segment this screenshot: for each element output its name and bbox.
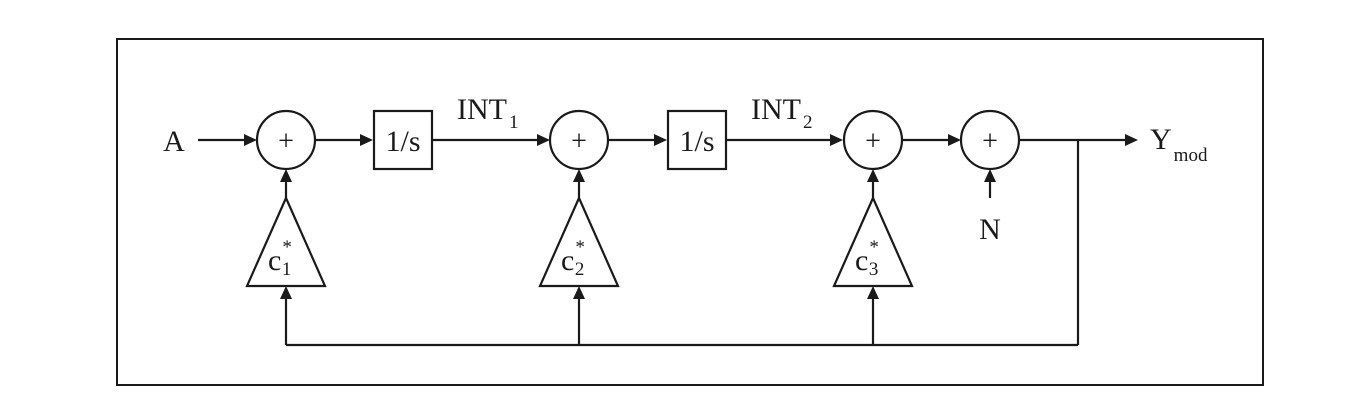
diagram-frame: [116, 38, 1264, 386]
integrator-2-label: 1/s: [679, 125, 714, 158]
gain-3: [832, 195, 914, 288]
gain-1-label: c*1: [268, 237, 292, 280]
arrowhead-output: [1125, 134, 1138, 146]
gain-3-main: c: [855, 244, 868, 277]
gain-2-main: c: [561, 244, 574, 277]
gain-1: [245, 195, 327, 288]
arrowhead-g2: [573, 286, 585, 299]
arrowhead-int1: [360, 134, 373, 146]
summer-2-symbol: +: [571, 126, 587, 157]
arrowhead-int2: [654, 134, 667, 146]
gain-1-main: c: [268, 244, 281, 277]
gain-2-label: c*2: [561, 237, 585, 280]
gain-1-sup: *: [282, 237, 292, 258]
gain-2: [538, 195, 620, 288]
arrowhead-s3-up: [867, 169, 879, 182]
arrowhead-s1-up: [280, 169, 292, 182]
integrator-1-label: 1/s: [385, 125, 420, 158]
signal-int2-sub: 2: [803, 112, 813, 133]
summer-1-symbol: +: [278, 126, 294, 157]
gain-2-sub: 2: [575, 259, 585, 280]
gain-1-sub: 1: [282, 259, 292, 280]
input-label-a: A: [163, 125, 185, 158]
arrowhead-noise: [984, 169, 996, 182]
signal-int1-main: INT: [457, 93, 507, 126]
arrowhead-g1: [280, 286, 292, 299]
signal-int2-main: INT: [751, 93, 801, 126]
arrowhead-input: [244, 134, 257, 146]
summer-3-symbol: +: [865, 126, 881, 157]
output-sub: mod: [1174, 145, 1208, 166]
summer-4-symbol: +: [982, 126, 998, 157]
arrowhead-s2-up: [573, 169, 585, 182]
output-main: Y: [1150, 123, 1172, 156]
gain-3-sup: *: [869, 237, 879, 258]
gain-3-sub: 3: [869, 259, 879, 280]
gain-2-sup: *: [575, 237, 585, 258]
integrator-2: [666, 109, 728, 171]
gain-3-label: c*3: [855, 237, 879, 280]
arrowhead-s3: [830, 134, 843, 146]
noise-label-n: N: [979, 213, 1001, 246]
arrowhead-g3: [867, 286, 879, 299]
arrowhead-s2: [537, 134, 550, 146]
signal-int1-sub: 1: [509, 112, 519, 133]
arrowhead-s4: [948, 134, 961, 146]
